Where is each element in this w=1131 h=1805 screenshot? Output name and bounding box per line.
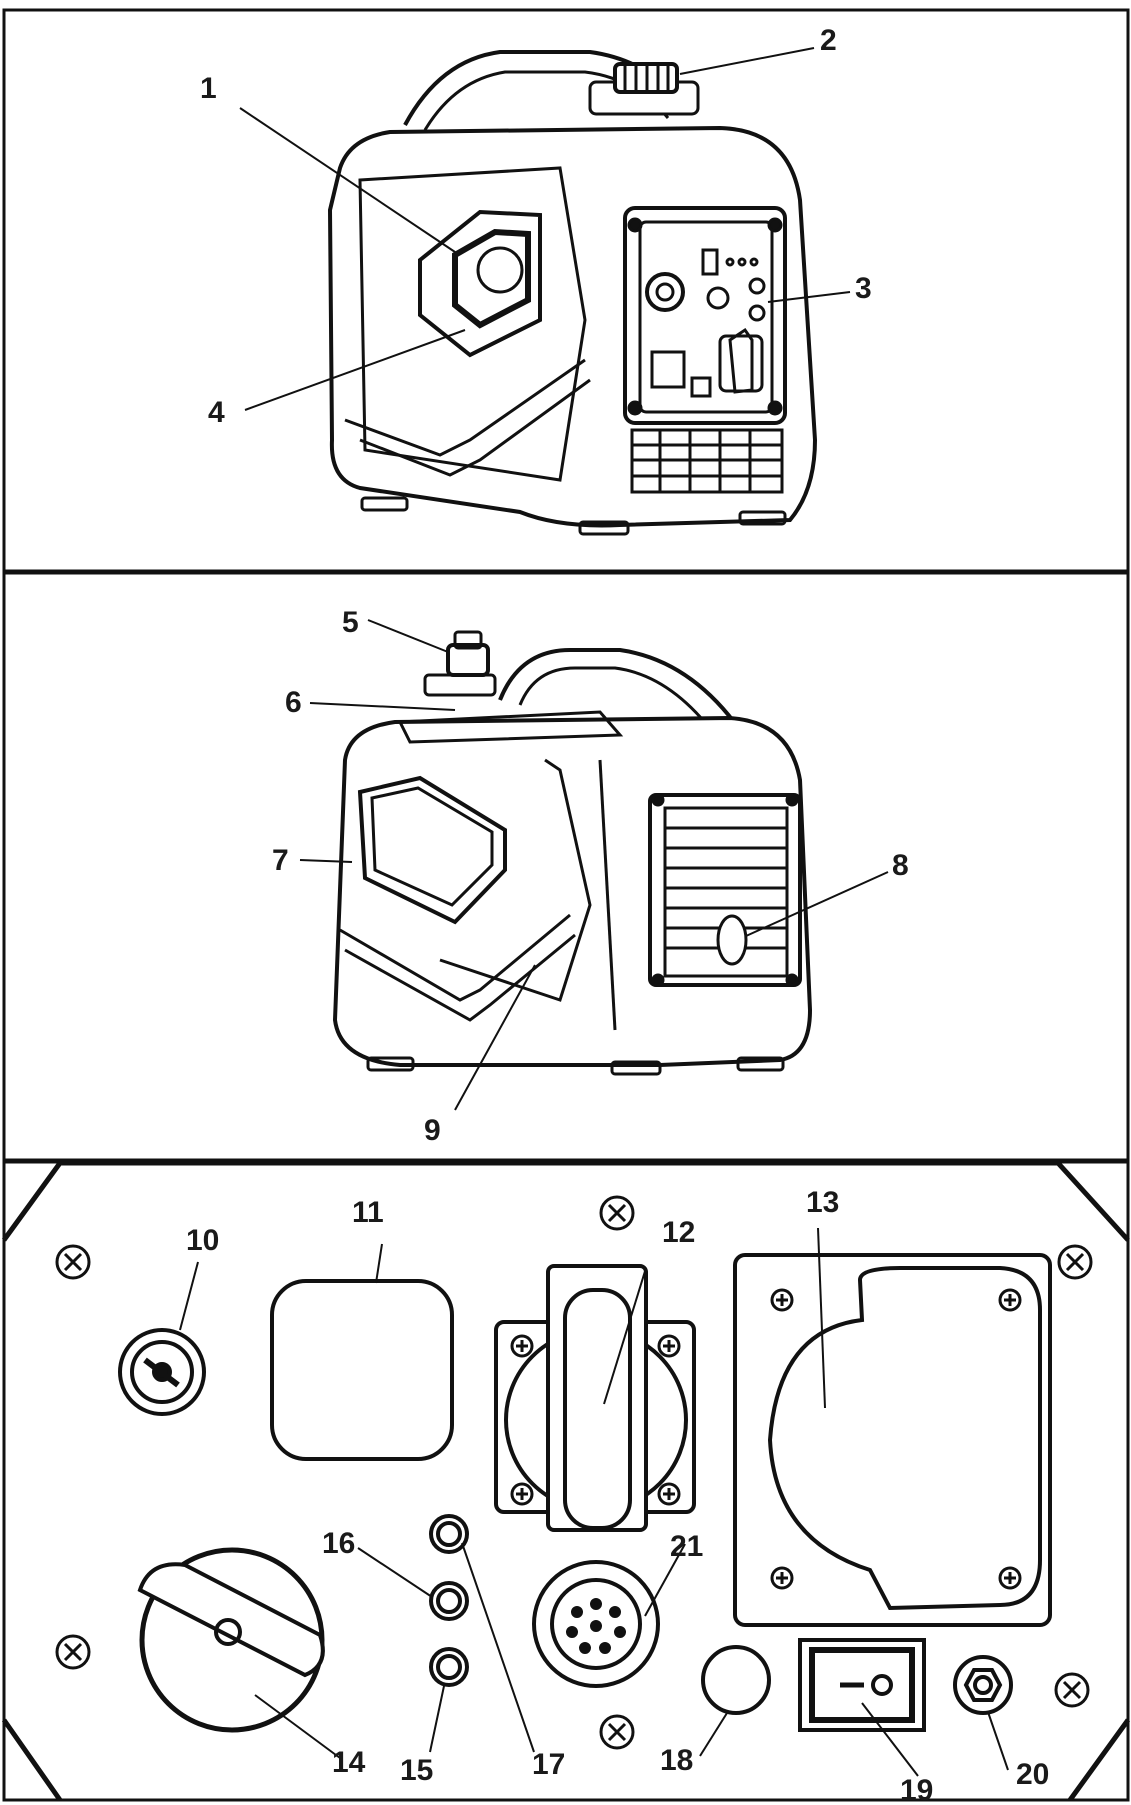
callout-17: 17 (532, 1748, 565, 1781)
detail-leader-lines (179, 1227, 1009, 1777)
callout-16: 16 (322, 1527, 355, 1560)
callout-21: 21 (670, 1530, 703, 1563)
rear-fuel-cap (423, 630, 497, 697)
rear-side-window (357, 775, 507, 925)
item-12-socket (494, 1264, 696, 1532)
callout-18: 18 (660, 1744, 693, 1777)
callout-13: 13 (806, 1186, 839, 1219)
callout-2: 2 (820, 24, 837, 57)
callout-6: 6 (285, 686, 302, 719)
item-19-toggle-switch (798, 1638, 926, 1732)
callout-10: 10 (186, 1224, 219, 1257)
panel-detail-labels: 10 11 12 13 14 15 16 17 18 19 20 21 (186, 1186, 1049, 1805)
panel-rear-labels: 5 6 7 8 9 (272, 606, 909, 1147)
panel-front-view (239, 47, 851, 536)
callout-20: 20 (1016, 1758, 1049, 1791)
callout-3: 3 (855, 272, 872, 305)
callout-15: 15 (400, 1754, 433, 1787)
callout-1: 1 (200, 72, 217, 105)
panel-control-detail (1, 1160, 1131, 1802)
side-vent-window (418, 209, 542, 358)
callout-8: 8 (892, 849, 909, 882)
item-13-socket (733, 1253, 1052, 1627)
item-14-engine-switch (137, 1547, 325, 1733)
callout-9: 9 (424, 1114, 441, 1147)
item-15-16-17-indicators (429, 1514, 469, 1687)
panel-screws (55, 1195, 1093, 1750)
callout-14: 14 (332, 1746, 366, 1779)
item-21-connector (532, 1560, 660, 1688)
callout-7: 7 (272, 844, 289, 877)
item-18-reset-button (701, 1645, 771, 1715)
item-10-key-socket (118, 1328, 206, 1416)
callout-11: 11 (352, 1196, 384, 1229)
front-exhaust-grille (630, 428, 784, 494)
rear-grille (648, 793, 802, 987)
callout-12: 12 (662, 1216, 695, 1249)
fuel-cap (588, 62, 700, 116)
item-20-ground-terminal (953, 1655, 1013, 1715)
callout-19: 19 (900, 1774, 933, 1805)
front-control-panel (623, 206, 787, 425)
item-11-label-plate (270, 1279, 454, 1461)
panel-rear-view (299, 619, 889, 1111)
panel-front-labels: 1 2 3 4 (200, 24, 872, 429)
callout-4: 4 (208, 396, 225, 429)
callout-5: 5 (342, 606, 359, 639)
